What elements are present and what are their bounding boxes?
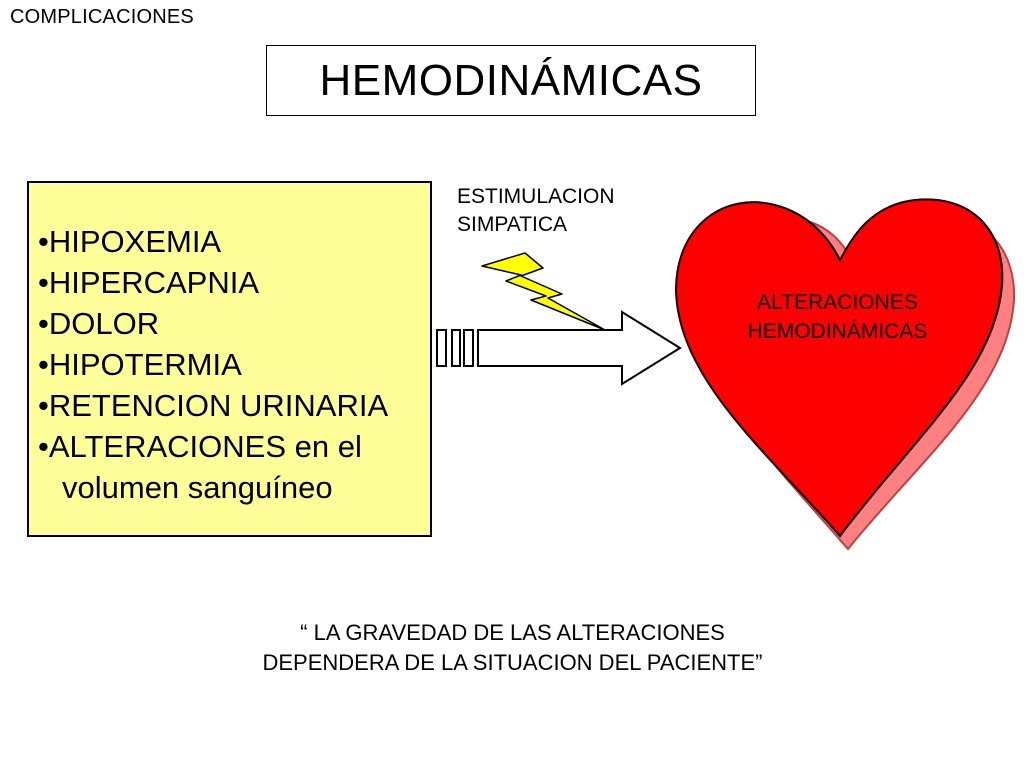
cause-item: •HIPOXEMIA bbox=[38, 224, 222, 259]
page-title: HEMODINÁMICAS bbox=[266, 45, 756, 116]
right-arrow-icon bbox=[436, 310, 682, 386]
stimulus-label-line: ESTIMULACION bbox=[457, 185, 615, 208]
cause-item: •HIPERCAPNIA bbox=[38, 265, 260, 300]
heart-label: ALTERACIONES HEMODINÁMICAS bbox=[700, 288, 975, 346]
causes-box: •HIPOXEMIA •HIPERCAPNIA •DOLOR •HIPOTERM… bbox=[27, 181, 432, 537]
lightning-bolt-icon bbox=[481, 252, 606, 331]
cause-item: •DOLOR bbox=[38, 306, 160, 341]
quote-line: “ LA GRAVEDAD DE LAS ALTERACIONES bbox=[300, 620, 725, 645]
section-label: COMPLICACIONES bbox=[10, 6, 194, 28]
cause-item: •HIPOTERMIA bbox=[38, 347, 242, 382]
causes-list: •HIPOXEMIA •HIPERCAPNIA •DOLOR •HIPOTERM… bbox=[38, 221, 430, 508]
heart-icon bbox=[674, 198, 1004, 538]
heart-label-line: ALTERACIONES bbox=[757, 291, 918, 314]
stimulus-label-line: SIMPATICA bbox=[457, 213, 568, 236]
heart-label-line: HEMODINÁMICAS bbox=[747, 320, 928, 343]
cause-item: •RETENCION URINARIA bbox=[38, 388, 389, 423]
cause-item: •ALTERACIONES en el bbox=[38, 429, 362, 464]
quote-text: “ LA GRAVEDAD DE LAS ALTERACIONES DEPEND… bbox=[140, 618, 885, 678]
cause-item-continuation: volumen sanguíneo bbox=[62, 470, 333, 505]
quote-line: DEPENDERA DE LA SITUACION DEL PACIENTE” bbox=[262, 650, 763, 675]
stimulus-label: ESTIMULACION SIMPATICA bbox=[457, 183, 615, 239]
